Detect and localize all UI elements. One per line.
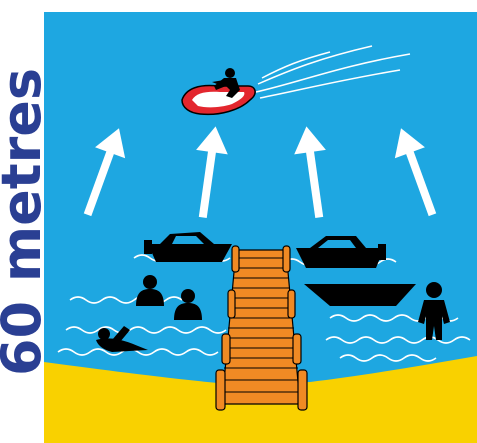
distance-label: 60 metres [0,62,51,382]
